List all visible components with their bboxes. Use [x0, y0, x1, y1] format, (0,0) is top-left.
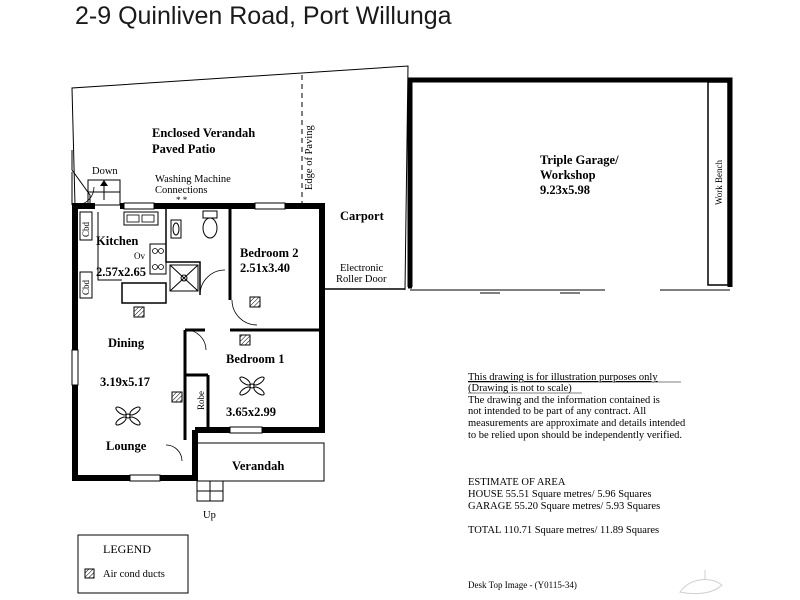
watermark-logo — [679, 570, 723, 595]
air-duct-icon — [239, 334, 251, 346]
cupboard-mid — [79, 271, 93, 299]
disclaimer-line-2: (Drawing is not to scale) — [468, 383, 572, 394]
enclosed-verandah-outline — [71, 65, 409, 291]
sink-bowl-left — [126, 214, 140, 223]
air-duct-icons — [133, 296, 261, 403]
front-verandah — [196, 442, 325, 482]
cupboard-top — [79, 211, 93, 241]
up-steps — [196, 480, 224, 502]
basin-icon — [170, 219, 182, 239]
work-bench-label: Work Bench — [714, 159, 724, 205]
disclaimer-line-1: This drawing is for illustration purpose… — [468, 372, 658, 383]
windows — [71, 202, 286, 482]
carport-label: Carport — [340, 209, 385, 223]
dining-label: Dining — [108, 336, 145, 350]
kitchen-dimensions: 2.57x2.65 — [96, 265, 146, 279]
connection-marks: * * — [176, 195, 188, 205]
air-duct-icon — [171, 391, 183, 403]
up-label: Up — [203, 510, 216, 521]
kitchen-label: Kitchen — [96, 234, 138, 248]
page-title: 2-9 Quinliven Road, Port Willunga — [75, 2, 452, 30]
garage-dimensions: 9.23x5.98 — [540, 183, 590, 197]
dining-dimensions: 3.19x5.17 — [100, 375, 150, 389]
ceiling-fan-icon — [115, 406, 141, 426]
enclosed-verandah-label: Enclosed Verandah — [152, 126, 255, 140]
disclaimer-line-3: The drawing and the information containe… — [468, 395, 660, 406]
work-bench — [707, 81, 729, 286]
garage-label-2: Workshop — [540, 168, 596, 182]
air-duct-icon — [133, 306, 145, 318]
garage-label-1: Triple Garage/ — [540, 153, 619, 167]
paved-patio-label: Paved Patio — [152, 142, 216, 156]
bedroom2-label: Bedroom 2 — [240, 246, 298, 260]
disclaimer: This drawing is for illustration purpose… — [468, 372, 686, 441]
oven-label: Ov — [134, 251, 145, 261]
sink-bowl-right — [141, 214, 155, 223]
connections-label: Connections — [155, 185, 208, 196]
ceiling-fan-icon — [239, 376, 265, 396]
area-total: TOTAL 110.71 Square metres/ 11.89 Square… — [468, 525, 659, 536]
area-house: HOUSE 55.51 Square metres/ 5.96 Squares — [468, 489, 651, 500]
area-estimate: ESTIMATE OF AREA HOUSE 55.51 Square metr… — [468, 477, 660, 536]
door-swings — [75, 186, 258, 462]
shower-icon — [169, 264, 199, 292]
footer-text: Desk Top Image - (Y0115-34) — [468, 580, 577, 590]
cupboard-top-label: Cbd — [81, 221, 91, 237]
garage-door-lines — [410, 289, 730, 294]
verandah-label: Verandah — [232, 459, 284, 473]
lounge-label: Lounge — [106, 439, 147, 453]
roller-door-label-1: Electronic — [340, 263, 383, 274]
air-duct-icon — [84, 568, 95, 579]
area-garage: GARAGE 55.20 Square metres/ 5.93 Squares — [468, 501, 660, 512]
bathroom-partitions — [121, 206, 201, 304]
legend-item: Air cond ducts — [103, 569, 165, 580]
down-arrow-icon — [100, 180, 108, 186]
bedroom1-label: Bedroom 1 — [226, 352, 284, 366]
garage-walls — [407, 77, 733, 289]
toilet-icon — [202, 210, 218, 239]
washing-machine-label: Washing Machine — [155, 174, 231, 185]
stove-icon — [149, 243, 167, 275]
robe-label: Robe — [196, 391, 206, 410]
sink-icon — [123, 211, 159, 226]
disclaimer-line-6: to be relied upon should be independentl… — [468, 430, 682, 441]
legend-box — [77, 534, 189, 594]
legend-title: LEGEND — [103, 542, 151, 556]
legend: LEGEND Air cond ducts — [77, 534, 189, 594]
kitchen-bench — [97, 212, 122, 281]
bedroom2-dimensions: 2.51x3.40 — [240, 261, 290, 275]
area-heading: ESTIMATE OF AREA — [468, 477, 566, 488]
roller-door-label-2: Roller Door — [336, 274, 387, 285]
disclaimer-line-4: not intended to be part of any contract.… — [468, 406, 646, 417]
bedroom1-dimensions: 3.65x2.99 — [226, 405, 276, 419]
disclaimer-line-5: measurements are approximate and details… — [468, 418, 686, 429]
cupboard-mid-label: Cbd — [81, 279, 91, 295]
air-duct-icon — [249, 296, 261, 308]
edge-of-paving-label: Edge of Paving — [304, 125, 315, 190]
down-label: Down — [92, 166, 118, 177]
